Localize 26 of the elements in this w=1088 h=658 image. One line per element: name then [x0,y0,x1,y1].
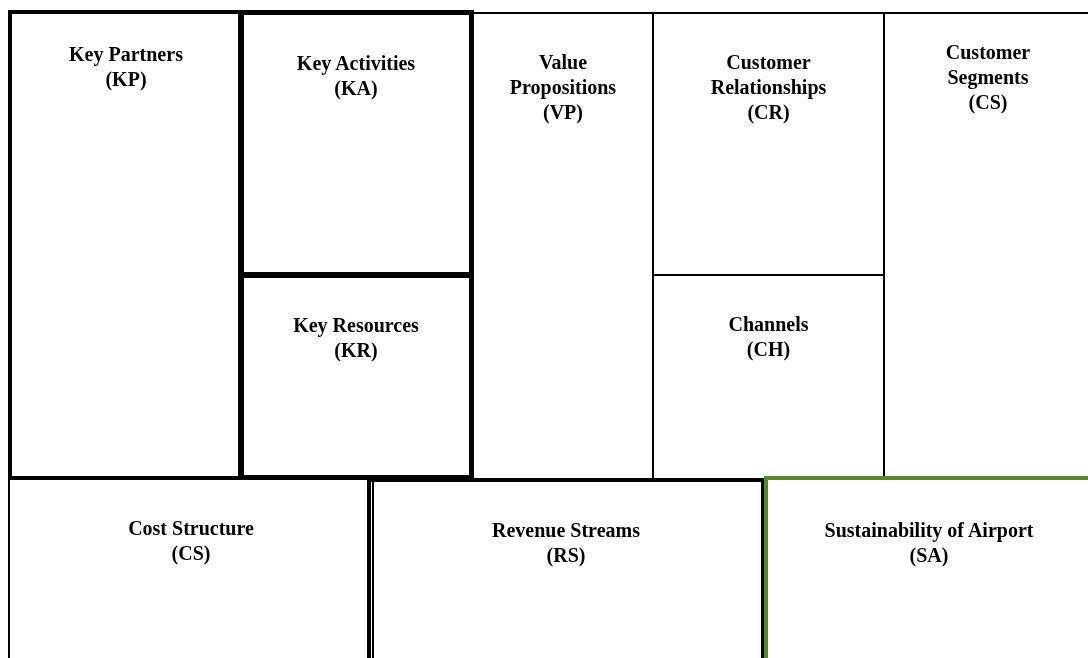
canvas-block [8,10,244,480]
block-abbreviation: (VP) [543,100,583,125]
block-abbreviation: (CR) [747,100,790,125]
block-abbreviation: (KP) [105,67,147,92]
block-title: Key Resources [293,313,419,338]
canvas-block [367,478,765,658]
block-abbreviation: (RS) [546,543,586,568]
block-title: Customer Segments [944,40,1032,90]
block-abbreviation: (KR) [334,338,378,363]
block-title: Customer Relationships [709,50,828,100]
block-abbreviation: (CS) [968,90,1008,115]
canvas-block [764,476,1088,658]
block-title: Channels [728,312,809,337]
canvas-block [238,10,474,278]
canvas-block [238,272,474,480]
block-title: Revenue Streams [492,518,640,543]
block-abbreviation: (CH) [746,337,791,362]
block-title: Key Partners [69,42,183,67]
block-abbreviation: (KA) [334,76,378,101]
block-title: Value Propositions [508,50,618,100]
block-title: Key Activities [296,51,416,76]
block-title: Sustainability of Airport [824,518,1034,543]
block-abbreviation: (SA) [909,543,949,568]
block-title: Cost Structure [128,516,254,541]
canvas-block [8,478,374,658]
block-abbreviation: (CS) [171,541,211,566]
